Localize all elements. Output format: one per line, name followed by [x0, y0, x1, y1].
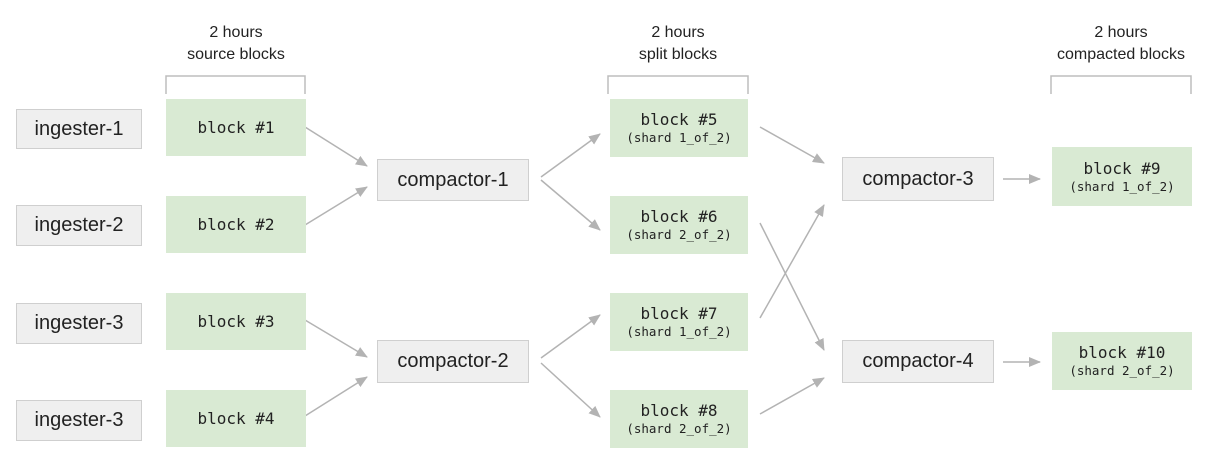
block-title: block #4: [197, 408, 275, 428]
source-block: block #2: [166, 196, 306, 253]
arrow-block2-compactor1: [304, 186, 368, 226]
arrow-block8-compactor4: [759, 377, 825, 415]
source-block: block #1: [166, 99, 306, 156]
block-shard: (shard 1_of_2): [626, 130, 732, 145]
arrow-compactor2-block8: [540, 362, 601, 418]
compactor-label: compactor-4: [862, 350, 974, 372]
compactor-label: compactor-3: [862, 167, 974, 190]
split-blocks-header: 2 hours split blocks: [608, 22, 748, 66]
source-block: block #4: [166, 390, 306, 447]
block-title: block #5: [640, 110, 718, 129]
block-title: block #3: [197, 311, 275, 331]
arrow-block6-compactor4: [759, 222, 825, 351]
bracket-compacted-blocks: [1050, 75, 1192, 94]
bracket-source-blocks: [165, 75, 306, 94]
arrow-compactor1-block5: [540, 133, 601, 178]
compacted-blocks-header: 2 hours compacted blocks: [1041, 22, 1201, 66]
ingester-label: ingester-3: [34, 409, 124, 431]
source-block: block #3: [166, 293, 306, 350]
block-title: block #10: [1078, 343, 1166, 362]
compactor-node: compactor-1: [377, 159, 529, 201]
arrow-block1-compactor1: [304, 126, 368, 167]
ingester-label: ingester-2: [34, 214, 124, 236]
block-shard: (shard 1_of_2): [1069, 178, 1175, 194]
split-block: block #5 (shard 1_of_2): [610, 99, 748, 157]
split-block: block #7 (shard 1_of_2): [610, 293, 748, 351]
split-header-line2: split blocks: [638, 46, 718, 63]
compactor-node: compactor-2: [377, 340, 529, 383]
ingester-label: ingester-3: [34, 312, 124, 334]
arrow-compactor2-block7: [540, 314, 601, 359]
arrow-block3-compactor2: [304, 319, 368, 358]
compacted-header-line1: 2 hours: [1094, 24, 1148, 41]
source-header-line2: source blocks: [187, 46, 285, 63]
compactor-label: compactor-2: [397, 350, 509, 372]
ingester-label: ingester-1: [34, 117, 124, 140]
block-shard: (shard 1_of_2): [626, 324, 732, 339]
block-title: block #1: [197, 117, 275, 137]
block-shard: (shard 2_of_2): [626, 421, 732, 436]
source-blocks-header: 2 hours source blocks: [166, 22, 306, 66]
ingester-node: ingester-2: [16, 205, 142, 246]
split-block: block #8 (shard 2_of_2): [610, 390, 748, 448]
block-title: block #2: [197, 214, 275, 234]
block-title: block #7: [640, 304, 718, 323]
source-header-line1: 2 hours: [209, 24, 263, 41]
compactor-node: compactor-3: [842, 157, 994, 201]
bracket-split-blocks: [607, 75, 749, 94]
block-title: block #8: [640, 401, 718, 420]
arrow-block4-compactor2: [304, 376, 368, 417]
split-header-line1: 2 hours: [651, 24, 705, 41]
compacted-block: block #10 (shard 2_of_2): [1052, 332, 1192, 390]
block-title: block #6: [640, 207, 718, 226]
arrow-block7-compactor3: [759, 204, 825, 319]
compacted-header-line2: compacted blocks: [1056, 46, 1186, 63]
ingester-node: ingester-1: [16, 109, 142, 149]
block-shard: (shard 2_of_2): [1069, 363, 1175, 378]
split-block: block #6 (shard 2_of_2): [610, 196, 748, 254]
ingester-node: ingester-3: [16, 400, 142, 441]
block-title: block #9: [1083, 158, 1161, 178]
compactor-node: compactor-4: [842, 340, 994, 383]
ingester-node: ingester-3: [16, 303, 142, 344]
compacted-block: block #9 (shard 1_of_2): [1052, 147, 1192, 206]
arrow-block5-compactor3: [759, 126, 825, 164]
block-shard: (shard 2_of_2): [626, 227, 732, 242]
compactor-label: compactor-1: [397, 168, 509, 191]
arrow-compactor1-block6: [540, 179, 601, 231]
